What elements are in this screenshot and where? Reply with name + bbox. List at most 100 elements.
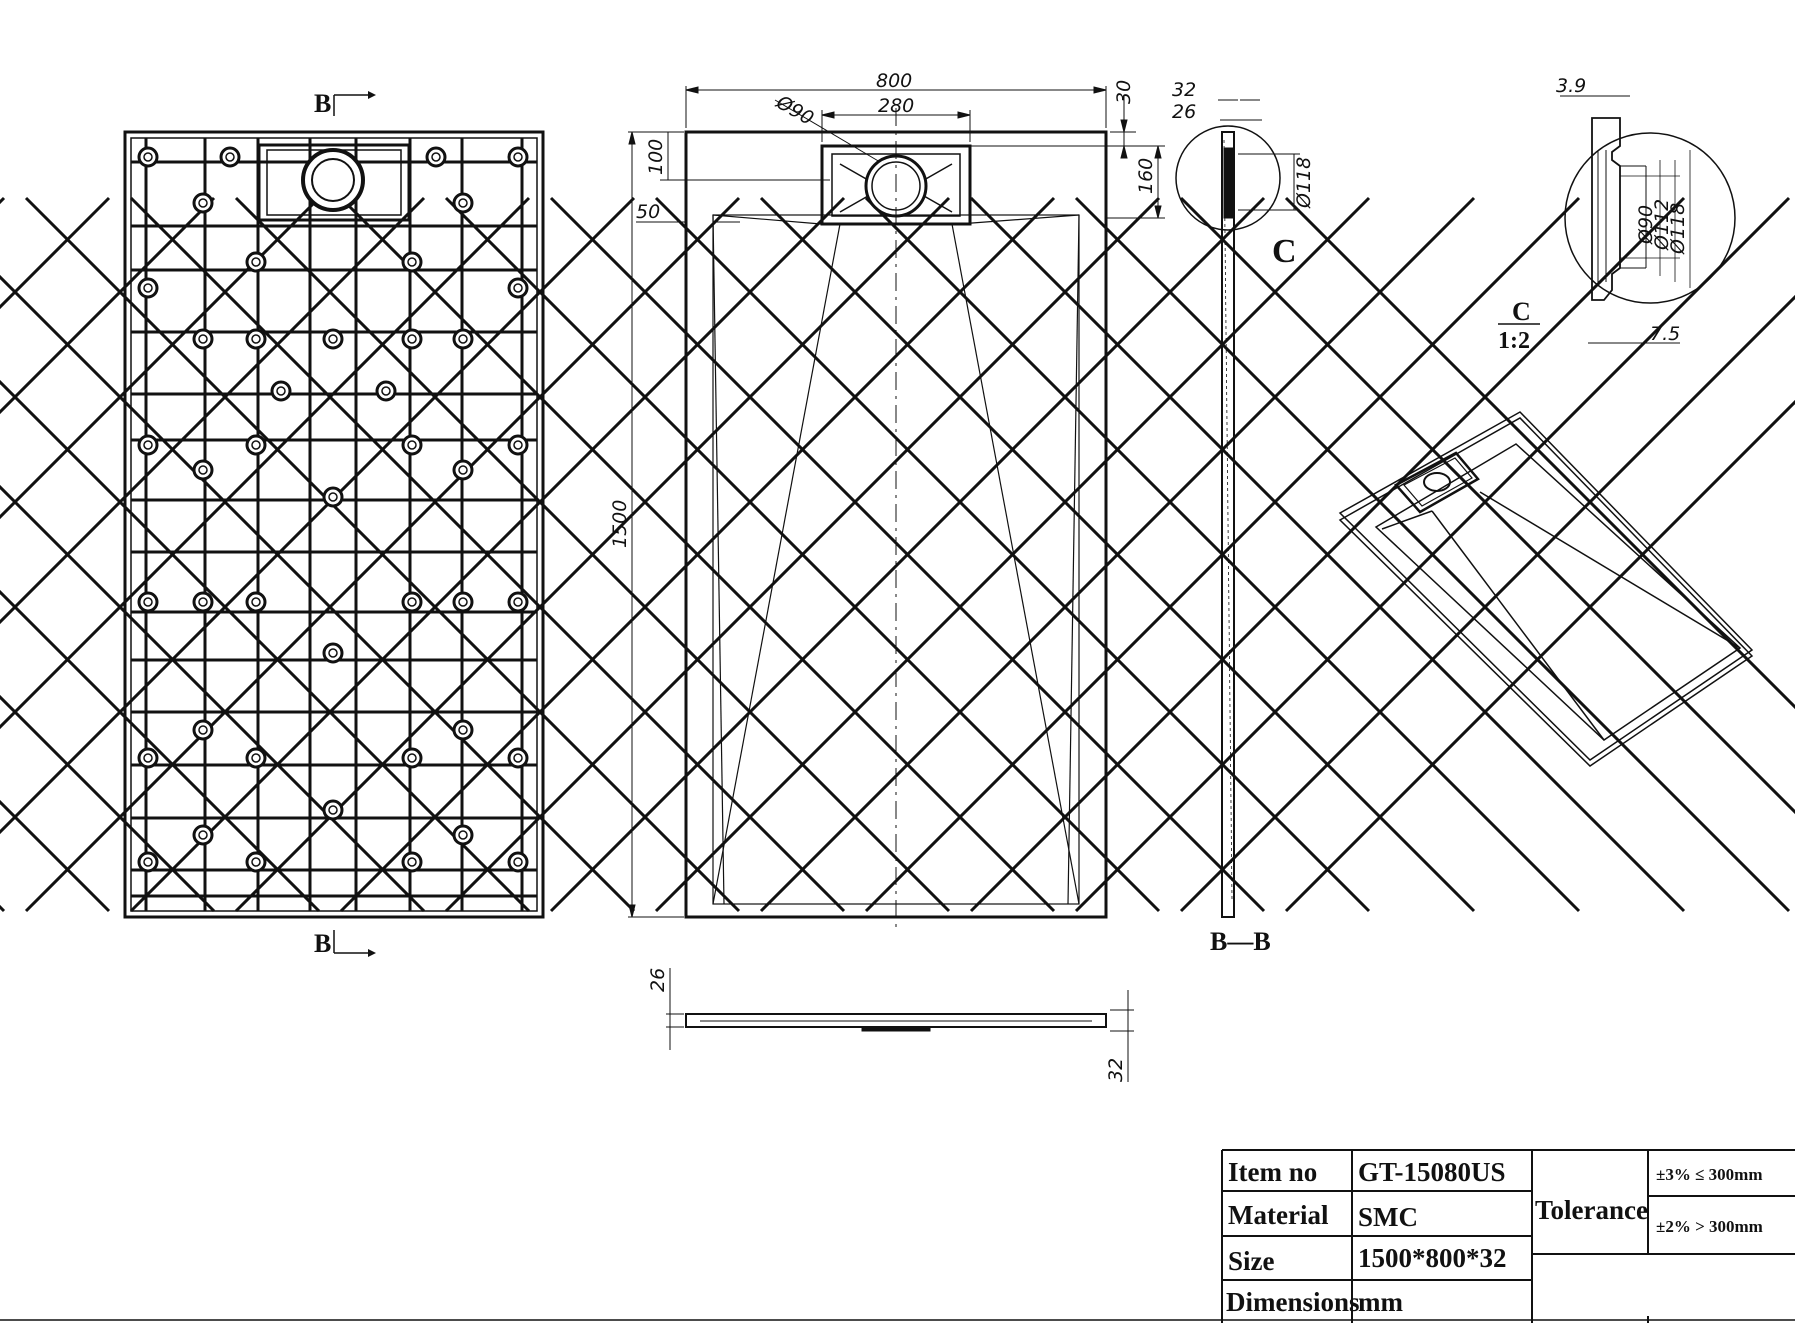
boss-inner <box>143 857 153 867</box>
boss-circle <box>401 851 423 873</box>
boss-circle <box>452 824 474 846</box>
bottom-view <box>0 130 1795 919</box>
tolerance-line-2: ±2% > 300mm <box>1656 1217 1763 1236</box>
boss-circle <box>507 434 529 456</box>
boss-circle <box>192 328 214 350</box>
boss-inner <box>381 386 391 396</box>
section-marker-b-bottom: B <box>314 929 376 958</box>
boss-inner <box>198 465 208 475</box>
rib-line <box>1179 196 1795 815</box>
boss-circle <box>245 434 267 456</box>
boss-circle <box>322 328 344 350</box>
boss-circle <box>137 434 159 456</box>
section-b-label-top: B <box>314 89 331 118</box>
tolerance-label: Tolerance <box>1535 1195 1648 1225</box>
boss-inner <box>251 597 261 607</box>
front-profile <box>666 968 1134 1082</box>
boss-inner <box>513 283 523 293</box>
rib-line <box>444 196 1161 913</box>
boss-inner <box>407 440 417 450</box>
section-marker-b-top: B <box>314 89 376 118</box>
boss-circle <box>507 747 529 769</box>
rib-line <box>1074 196 1791 913</box>
boss-circle <box>219 146 241 168</box>
dim-side-32: 32 <box>1172 79 1196 101</box>
rib-line <box>0 196 636 835</box>
rib-line <box>969 196 1686 913</box>
boss-inner <box>198 198 208 208</box>
rib-line <box>1284 196 1795 710</box>
boss-inner <box>251 334 261 344</box>
boss-inner <box>251 440 261 450</box>
item-no-label: Item no <box>1228 1157 1317 1187</box>
boss-inner <box>407 857 417 867</box>
rib-line <box>0 196 321 520</box>
boss-circle <box>245 851 267 873</box>
boss-circle <box>245 251 267 273</box>
dim-160: 160 <box>1135 158 1157 194</box>
boss-circle <box>245 591 267 613</box>
detail-c-title: C <box>1512 297 1531 326</box>
rib-line <box>0 589 321 913</box>
boss-circle <box>245 328 267 350</box>
rib-line <box>0 196 216 415</box>
boss-inner <box>198 830 208 840</box>
boss-inner <box>458 465 468 475</box>
boss-circle <box>401 434 423 456</box>
detail-dim-diam-118: Ø118 <box>1667 203 1689 255</box>
boss-circle <box>322 799 344 821</box>
boss-inner <box>431 152 441 162</box>
dim-side-26: 26 <box>1172 101 1196 123</box>
boss-inner <box>458 334 468 344</box>
rib-line <box>549 196 1266 913</box>
material-label: Material <box>1228 1200 1329 1230</box>
rib-line <box>0 196 111 310</box>
boss-inner <box>328 334 338 344</box>
rib-line <box>1179 294 1795 913</box>
boss-circle <box>401 328 423 350</box>
boss-inner <box>407 753 417 763</box>
boss-inner <box>458 830 468 840</box>
section-b-b <box>1175 99 1300 918</box>
detail-c-marker: C <box>1272 233 1297 270</box>
boss-circle <box>452 719 474 741</box>
boss-inner <box>328 492 338 502</box>
boss-circle <box>452 459 474 481</box>
boss-circle <box>192 459 214 481</box>
section-b-label-bottom: B <box>314 929 331 958</box>
detail-dim-diam-112: Ø112 <box>1651 199 1673 251</box>
rib-line <box>234 196 951 913</box>
boss-circle <box>192 719 214 741</box>
boss-inner <box>251 857 261 867</box>
boss-inner <box>143 283 153 293</box>
boss-inner <box>458 725 468 735</box>
boss-inner <box>251 753 261 763</box>
boss-circle <box>245 747 267 769</box>
tolerance-line-1: ±3% ≤ 300mm <box>1656 1165 1762 1184</box>
item-no-value: GT-15080US <box>1358 1157 1506 1187</box>
boss-circle <box>452 192 474 214</box>
boss-inner <box>513 152 523 162</box>
boss-circle <box>322 642 344 664</box>
title-block-text: Item no GT-15080US Material SMC Size 150… <box>1226 1157 1763 1317</box>
boss-inner <box>328 648 338 658</box>
boss-inner <box>276 386 286 396</box>
dim-thickness-32: 32 <box>1105 1058 1127 1082</box>
boss-inner <box>143 597 153 607</box>
rib-line <box>0 196 426 625</box>
material-value: SMC <box>1358 1202 1418 1232</box>
detail-c-scale: 1:2 <box>1498 328 1530 354</box>
boss-circle <box>507 277 529 299</box>
boss-circle <box>375 380 397 402</box>
boss-circle <box>137 591 159 613</box>
dim-100: 100 <box>645 139 667 175</box>
detail-c <box>1560 95 1736 344</box>
boss-inner <box>513 440 523 450</box>
boss-circle <box>507 851 529 873</box>
boss-circle <box>192 192 214 214</box>
rib-line <box>0 799 111 913</box>
boss-inner <box>513 753 523 763</box>
boss-inner <box>407 257 417 267</box>
detail-dim-diam-90: Ø90 <box>1635 205 1657 245</box>
